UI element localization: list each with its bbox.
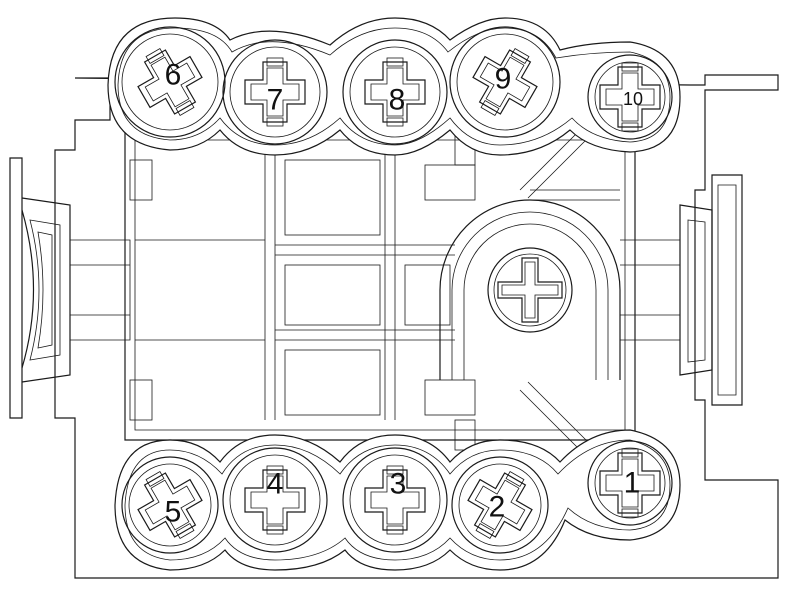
cavity-6-inner-ring — [121, 33, 219, 131]
cavity-9-ring — [449, 26, 561, 138]
cavity-8-terminal-slot — [364, 57, 426, 127]
cavity-8: 8 — [342, 39, 448, 145]
cavity-7-ring — [222, 39, 328, 145]
cavity-2-terminal-slot — [467, 471, 533, 539]
cavity-10: 10 — [587, 54, 673, 140]
bottom-row-band — [114, 429, 681, 571]
cavity-6-ring — [114, 26, 226, 138]
cavity-10-terminal-slot — [599, 62, 661, 132]
left-latch — [9, 157, 131, 419]
cavity-9-terminal-slot — [472, 48, 538, 116]
cavity-10-label: 10 — [623, 89, 643, 109]
cavity-4-label: 4 — [267, 468, 284, 501]
cavity-4-ring — [222, 447, 328, 553]
cavity-5-label: 5 — [165, 496, 182, 529]
cavity-8-ring — [342, 39, 448, 145]
cavity-1-label: 1 — [624, 467, 641, 500]
cavity-8-label: 8 — [389, 84, 406, 117]
right-latch — [620, 174, 743, 406]
cavity-3-label: 3 — [390, 468, 407, 501]
cavity-7-inner-ring — [229, 46, 321, 138]
center-boss — [439, 124, 621, 456]
cavity-7-label: 7 — [267, 84, 284, 117]
cavity-7-terminal-slot — [244, 57, 306, 127]
cavity-9-label: 9 — [495, 63, 512, 96]
cavity-4-inner-ring — [229, 454, 321, 546]
cavity-10-inner-ring — [594, 61, 666, 133]
cavity-6: 6 — [114, 26, 226, 138]
top-row-band — [107, 17, 681, 156]
cavity-8-inner-ring — [349, 46, 441, 138]
cavity-group: 1 2 3 4 5 6 7 8 9 10 — [114, 26, 673, 554]
cavity-9: 9 — [449, 26, 561, 138]
housing-outline — [54, 74, 779, 579]
cavity-4-terminal-slot — [244, 465, 306, 535]
cavity-1-inner-ring — [594, 447, 666, 519]
cavity-4: 4 — [222, 447, 328, 553]
cavity-3-terminal-slot — [364, 465, 426, 535]
cavity-5-ring — [121, 456, 219, 554]
guide-posts — [129, 134, 476, 451]
cavity-5-inner-ring — [128, 463, 212, 547]
cavity-1-terminal-slot — [599, 448, 661, 518]
cavity-6-terminal-slot — [137, 48, 203, 116]
cavity-7: 7 — [222, 39, 328, 145]
cavity-5: 5 — [121, 456, 219, 554]
grid-ribs — [135, 150, 476, 420]
cavity-3-ring — [342, 447, 448, 553]
cavity-10-ring — [587, 54, 673, 140]
cavity-2-inner-ring — [458, 463, 542, 547]
cavity-2-label: 2 — [489, 491, 506, 524]
cavity-5-terminal-slot — [137, 471, 203, 539]
cavity-3-inner-ring — [349, 454, 441, 546]
cavity-1-ring — [587, 440, 673, 526]
cavity-9-inner-ring — [456, 33, 554, 131]
cavity-2-ring — [451, 456, 549, 554]
cavity-2: 2 — [451, 456, 549, 554]
cavity-3: 3 — [342, 447, 448, 553]
cavity-6-label: 6 — [165, 59, 182, 92]
cavity-1: 1 — [587, 440, 673, 526]
